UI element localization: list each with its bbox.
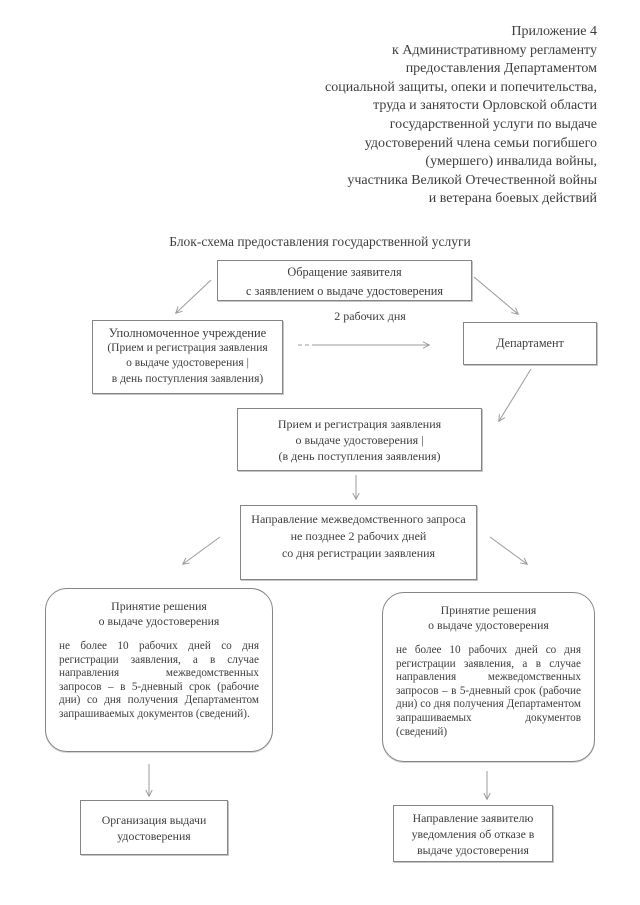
appendix-header-line: удостоверений члена семьи погибшего — [364, 135, 597, 151]
box-text-line: Прием и регистрация заявления — [277, 417, 442, 431]
appendix-header-line: и ветерана боевых действий — [428, 191, 597, 207]
box-text-line: со дня регистрации заявления — [281, 546, 436, 560]
box-text-line: Направление межведомственного запроса — [251, 512, 466, 526]
box-text-line: в день поступления заявления) — [111, 372, 264, 385]
diagram-title: Блок-схема предоставления государственно… — [169, 234, 471, 249]
appendix-header-line: к Административному регламенту — [392, 42, 597, 58]
flow-box-decision-refuse: Принятие решения о выдаче удостоверения … — [382, 592, 595, 762]
appendix-header-line: Приложение 4 — [511, 24, 597, 39]
appendix-header-line: (умершего) инвалида войны, — [425, 154, 597, 170]
flow-box-applicant-request: Обращение заявителя с заявлением о выдач… — [217, 260, 472, 301]
box-text-line: выдаче удостоверения — [417, 842, 529, 857]
flow-box-interagency-request: Направление межведомственного запроса не… — [240, 505, 477, 580]
arrow-applicant-to-department — [473, 276, 518, 314]
box-text-line: Организация выдачи — [101, 812, 207, 827]
arrow-department-to-reception — [499, 368, 532, 421]
box-text-line: уведомления об отказе в — [411, 826, 535, 841]
appendix-header-line: труда и занятости Орловской области — [373, 98, 597, 114]
flow-box-reception-registration: Прием и регистрация заявления о выдаче у… — [237, 408, 482, 471]
box-text-line: о выдаче удостоверения | — [126, 357, 249, 370]
flow-box-department: Департамент — [463, 322, 597, 365]
flow-box-decision-issue: Принятие решения о выдаче удостоверения … — [45, 588, 273, 752]
decision-body-text: не более 10 рабочих дней со дня регистра… — [396, 644, 581, 738]
decision-body-text: не более 10 рабочих дней со дня регистра… — [59, 640, 259, 720]
arrow-applicant-to-institution — [176, 279, 212, 313]
decision-heading-line: о выдаче удостоверения — [98, 613, 220, 628]
box-text-line: с заявлением о выдаче удостоверения — [246, 283, 443, 298]
decision-heading-line: Принятие решения — [440, 603, 537, 617]
box-text-line: удостоверения — [117, 828, 191, 843]
decision-heading-line: о выдаче удостоверения — [428, 617, 549, 632]
appendix-header: Приложение 4 к Административному регламе… — [37, 23, 597, 209]
arrow-interagency-to-decision-right — [489, 536, 527, 564]
box-text-line: Департамент — [496, 336, 564, 350]
box-text-line: Уполномоченное учреждение — [108, 326, 267, 340]
box-text-line: (Прием и регистрация заявления — [107, 342, 268, 355]
box-text-line: Обращение заявителя — [287, 265, 402, 279]
box-text-line: не позднее 2 рабочих дней — [290, 529, 427, 543]
flow-box-issue-organization: Организация выдачи удостоверения — [80, 800, 228, 855]
flow-box-refusal-notification: Направление заявителю уведомления об отк… — [393, 805, 553, 862]
box-text-line: (в день поступления заявления) — [278, 449, 441, 463]
decision-heading-line: Принятие решения — [111, 599, 207, 613]
flow-box-authorized-institution: Уполномоченное учреждение (Прием и регис… — [92, 320, 283, 394]
appendix-header-line: предоставления Департаментом — [405, 61, 597, 77]
box-text-line: о выдаче удостоверения | — [295, 433, 424, 447]
arrow-label-working-days: 2 рабочих дня — [334, 309, 406, 323]
appendix-header-line: государственной услуги по выдаче — [389, 116, 597, 132]
box-text-line: Направление заявителю — [412, 810, 534, 825]
appendix-header-line: социальной защиты, опеки и попечительств… — [325, 79, 597, 95]
appendix-header-line: участника Великой Отечественной войны — [347, 172, 597, 188]
arrow-interagency-to-decision-left — [183, 536, 221, 564]
